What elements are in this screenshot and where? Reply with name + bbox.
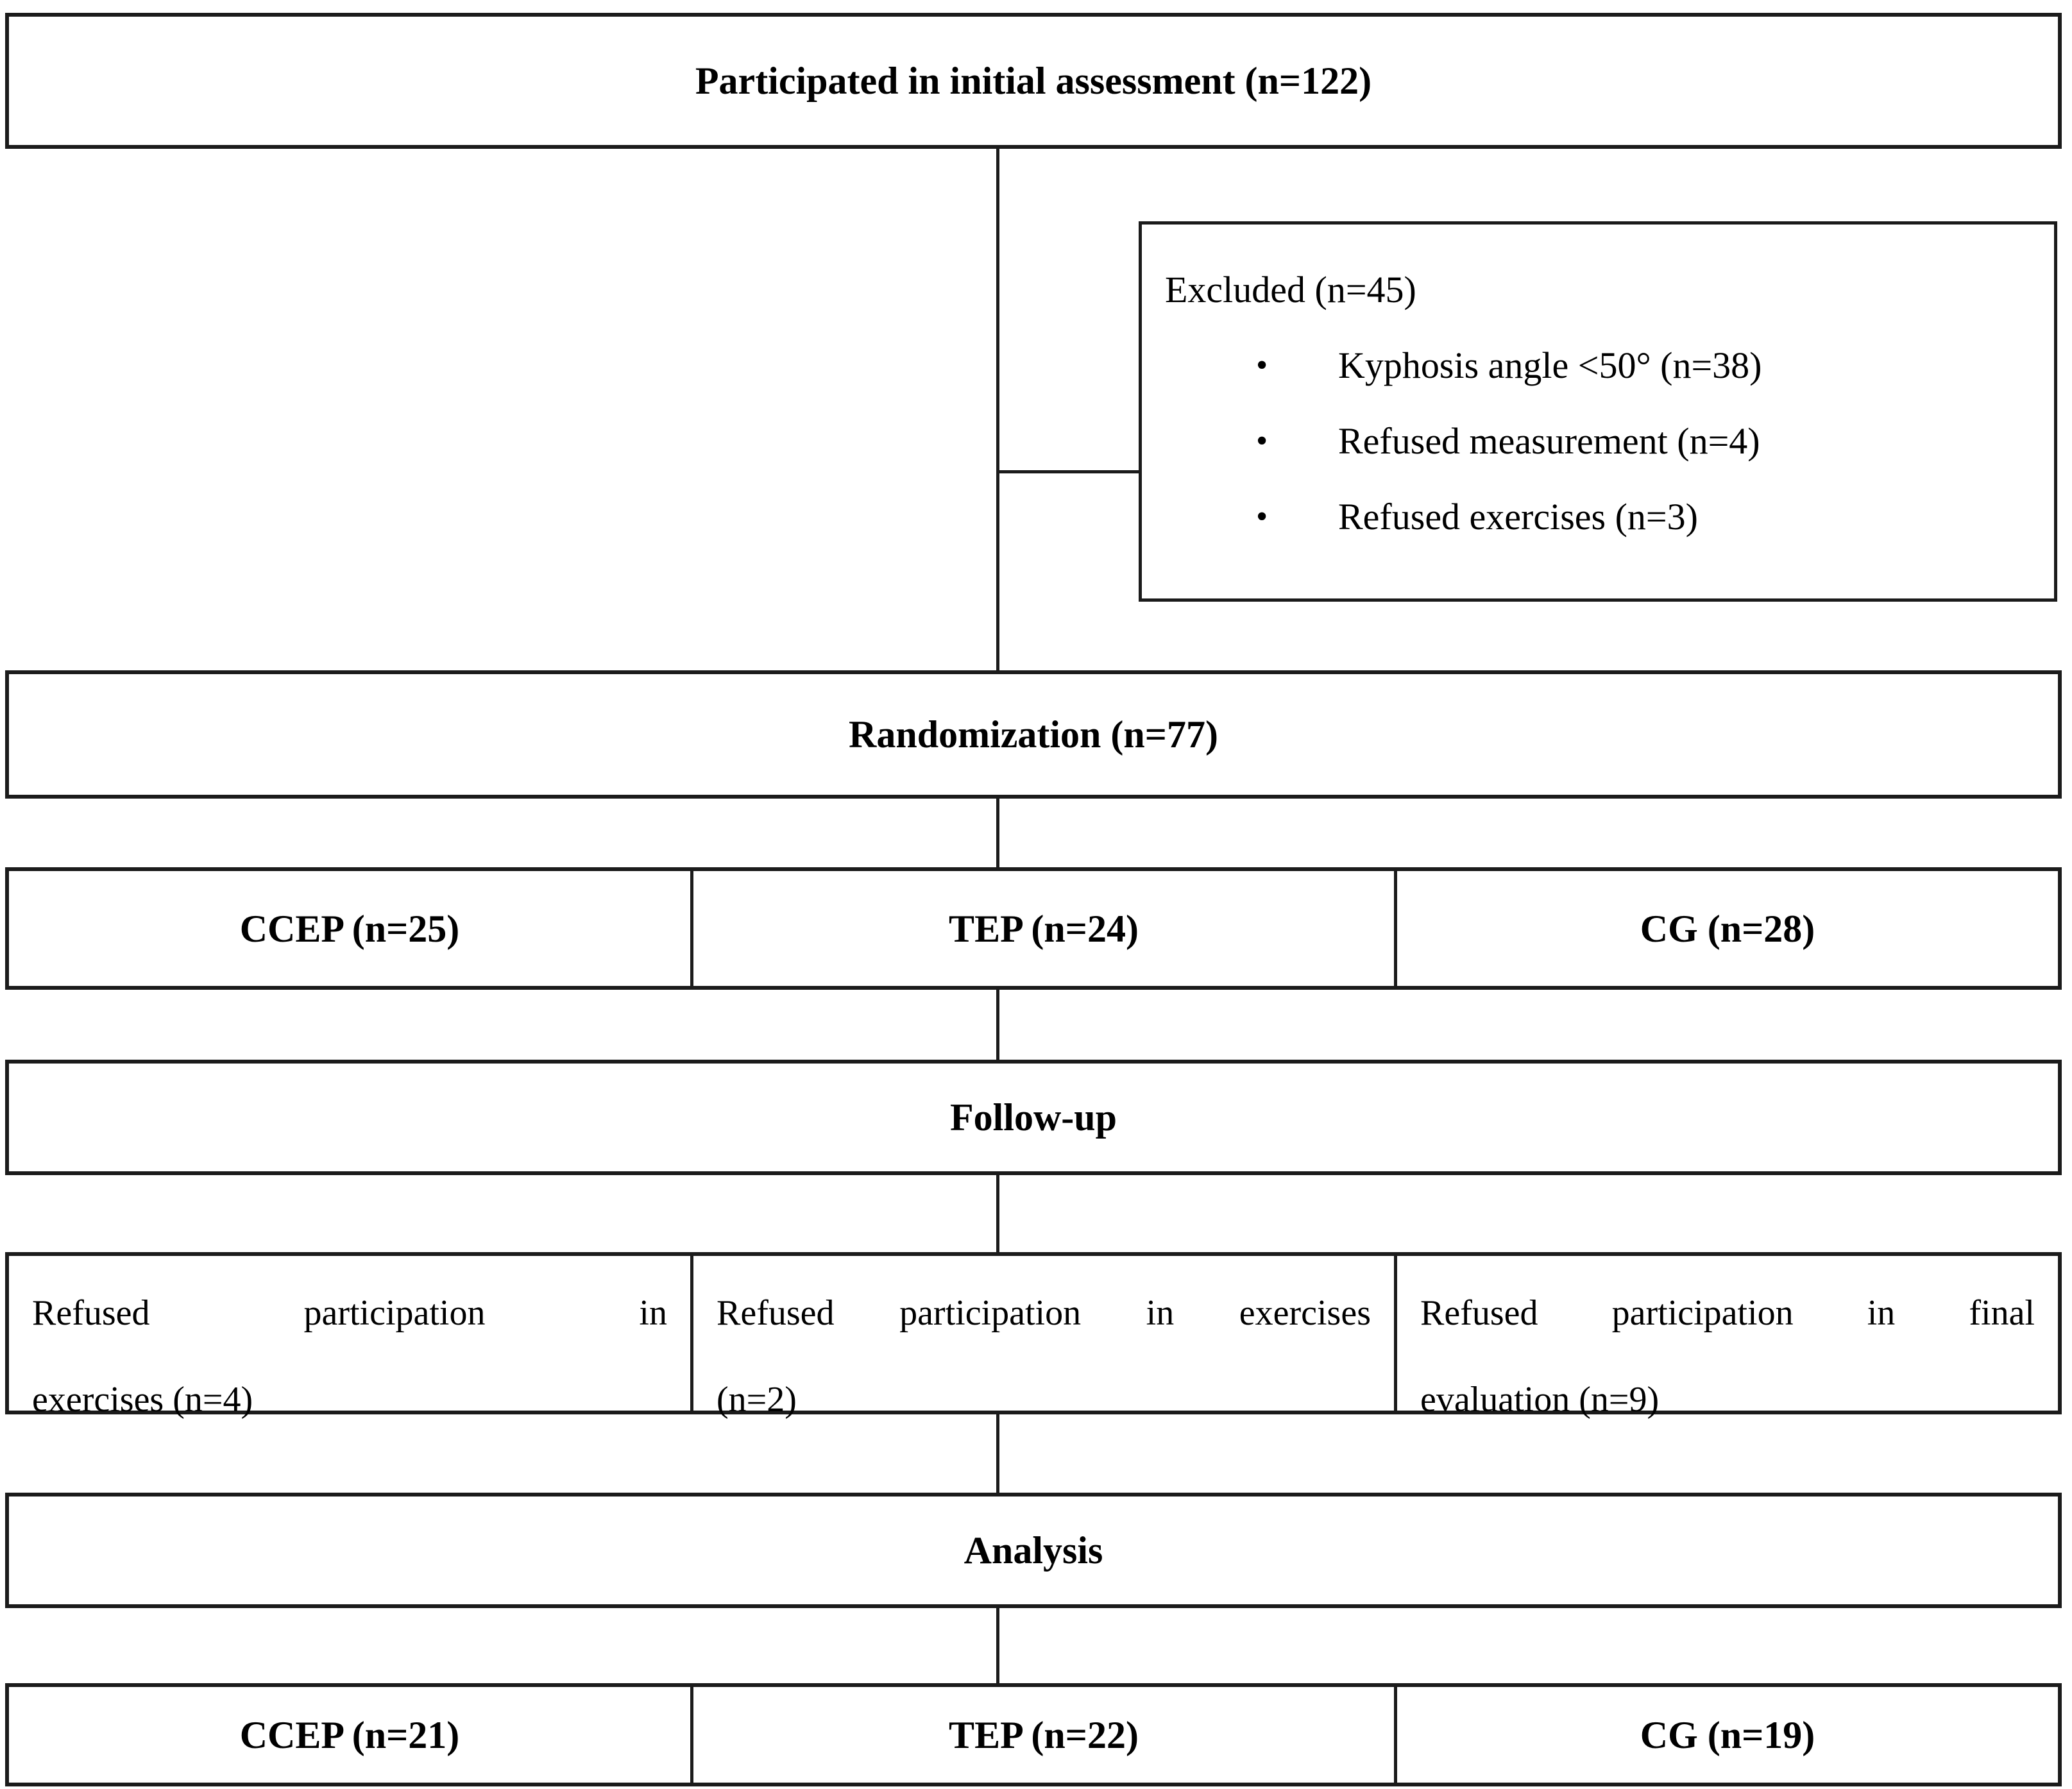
excluded-item: • Refused measurement (n=4) [1165,420,2028,463]
connector-allocation-to-followup [996,990,999,1060]
dropout-cell-cg: Refused participation in final evaluatio… [1394,1256,2058,1420]
randomization-box: Randomization (n=77) [5,670,2062,799]
dropout-ccep-line2: exercises (n=4) [32,1380,253,1420]
analysis-label: Analysis [964,1529,1103,1572]
dropout-tep-line1: Refused participation in exercises [717,1293,1371,1333]
dropout-cell-tep: Refused participation in exercises (n=2) [690,1256,1394,1420]
dropout-cg-line1: Refused participation in final [1420,1293,2035,1333]
bullet-icon: • [1256,423,1268,459]
analysis-cell-cg: CG (n=19) [1394,1687,2058,1783]
initial-assessment-label: Participated in initial assessment (n=12… [695,60,1372,102]
excluded-item: • Refused exercises (n=3) [1165,495,2028,539]
connector-analysis-to-final [996,1608,999,1683]
dropout-tep-line2: (n=2) [717,1380,797,1420]
excluded-item-label: Kyphosis angle <50° (n=38) [1338,344,1762,386]
analysis-box: Analysis [5,1493,2062,1608]
allocation-cg-label: CG (n=28) [1640,907,1815,950]
analysis-cell-ccep: CCEP (n=21) [9,1687,690,1783]
bullet-icon: • [1256,347,1268,384]
dropout-row: Refused participation in exercises (n=4)… [5,1252,2062,1420]
excluded-item-label: Refused exercises (n=3) [1338,496,1698,538]
connector-dropout-to-analysis [996,1414,999,1493]
allocation-row: CCEP (n=25) TEP (n=24) CG (n=28) [5,867,2062,990]
analysis-cg-label: CG (n=19) [1640,1713,1815,1756]
connector-followup-to-dropout [996,1175,999,1252]
followup-box: Follow-up [5,1060,2062,1175]
allocation-cell-ccep: CCEP (n=25) [9,871,690,986]
allocation-tep-label: TEP (n=24) [949,907,1139,950]
bullet-icon: • [1256,498,1268,535]
excluded-box: Excluded (n=45) • Kyphosis angle <50° (n… [1139,221,2057,602]
dropout-cell-ccep: Refused participation in exercises (n=4) [9,1256,690,1420]
excluded-title: Excluded (n=45) [1165,269,1416,310]
excluded-item: • Kyphosis angle <50° (n=38) [1165,344,2028,387]
analysis-row: CCEP (n=21) TEP (n=22) CG (n=19) [5,1683,2062,1786]
randomization-label: Randomization (n=77) [849,713,1218,756]
allocation-cell-tep: TEP (n=24) [690,871,1394,986]
allocation-cell-cg: CG (n=28) [1394,871,2058,986]
allocation-ccep-label: CCEP (n=25) [239,907,460,950]
dropout-ccep-line1: Refused participation in [32,1293,667,1333]
analysis-cell-tep: TEP (n=22) [690,1687,1394,1783]
analysis-ccep-label: CCEP (n=21) [239,1713,460,1756]
analysis-tep-label: TEP (n=22) [949,1713,1139,1756]
connector-initial-to-randomization [996,149,999,670]
connector-to-excluded-box [998,470,1139,473]
connector-randomization-to-allocation [996,799,999,867]
dropout-cg-line2: evaluation (n=9) [1420,1380,1660,1420]
excluded-item-label: Refused measurement (n=4) [1338,420,1760,462]
followup-label: Follow-up [949,1096,1117,1139]
initial-assessment-box: Participated in initial assessment (n=12… [5,13,2062,149]
